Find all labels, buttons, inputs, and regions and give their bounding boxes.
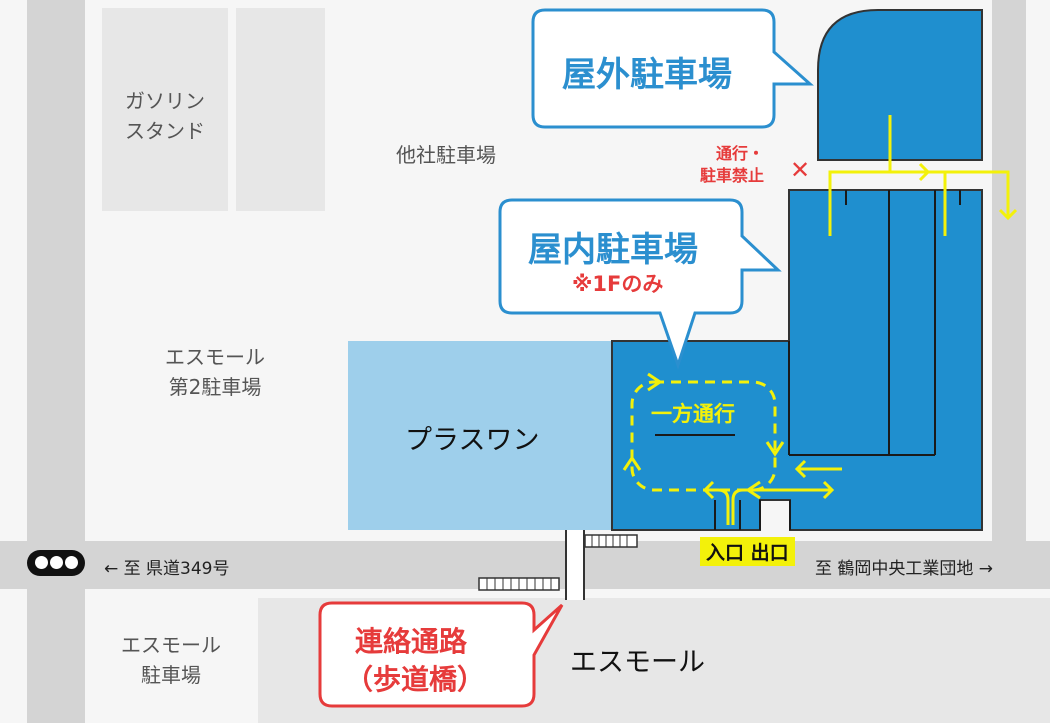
no-entry-label-1: 通行・	[716, 144, 765, 163]
indoor-parking-title: 屋内駐車場	[528, 230, 698, 270]
plaza-one-building	[348, 341, 613, 530]
parking-partitions	[655, 190, 961, 530]
road-east-label: 至 鶴岡中央工業団地 →	[815, 559, 994, 579]
small-mall-label: エスモール	[570, 647, 705, 678]
other-parking-label: 他社駐車場	[396, 143, 496, 167]
bridge-subtitle: （歩道橋）	[345, 663, 486, 696]
no-entry-label-2: 駐車禁止	[700, 166, 765, 185]
small-2nd-parking-label: エスモール 第2駐車場	[165, 345, 265, 399]
pedestrian-bridge	[566, 530, 584, 600]
indoor-parking-note: ※1Fのみ	[572, 272, 664, 296]
entrance-exit-arrows	[702, 459, 842, 525]
road-east-vertical	[992, 0, 1026, 560]
gas-station-label: ガソリン スタンド	[125, 89, 205, 143]
no-entry-cross-icon: ✕	[790, 156, 811, 184]
gas-station-block-left	[102, 8, 228, 211]
road-west-vertical	[27, 0, 85, 723]
outdoor-parking-lot	[817, 9, 983, 161]
one-way-arrowhead-top	[647, 372, 663, 392]
entrance-exit-label: 入口 出口	[700, 537, 795, 566]
traffic-light-icon	[27, 550, 85, 576]
bridge-title: 連絡通路	[355, 625, 468, 658]
outdoor-parking-callout	[531, 8, 814, 129]
small-parking-label: エスモール 駐車場	[121, 633, 221, 687]
road-west-label: ← 至 県道349号	[104, 559, 230, 579]
outdoor-route-arrows	[828, 115, 1018, 236]
one-way-arrowhead-left	[622, 455, 642, 471]
one-way-label: 一方通行	[651, 402, 735, 426]
stair-rungs	[486, 535, 628, 590]
outdoor-parking-title: 屋外駐車場	[562, 55, 732, 95]
one-way-arrowhead-right	[765, 441, 785, 457]
indoor-parking-callout	[498, 198, 782, 370]
plaza-one-label: プラスワン	[405, 425, 540, 456]
gas-station-block-right	[236, 8, 325, 211]
bridge-callout	[318, 601, 564, 708]
